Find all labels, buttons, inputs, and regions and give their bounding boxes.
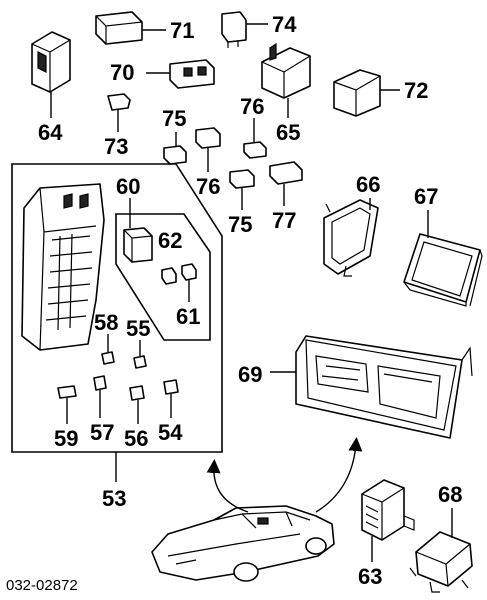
relay-65 — [261, 42, 311, 118]
fuse-58 — [101, 334, 115, 365]
relay-74 — [221, 11, 268, 48]
callout-65: 65 — [276, 120, 300, 145]
control-unit-63 — [361, 479, 415, 562]
callout-57: 57 — [90, 420, 114, 445]
callout-61: 61 — [176, 304, 200, 329]
callout-54: 54 — [158, 420, 183, 445]
fuse-box-frame — [11, 163, 223, 482]
control-unit-67 — [403, 210, 483, 307]
control-unit-64 — [31, 31, 71, 118]
callout-76-mid: 76 — [196, 174, 220, 199]
relay-72 — [333, 69, 400, 117]
callout-55: 55 — [126, 316, 150, 341]
fuse-54 — [163, 379, 179, 418]
callout-labels: 64 71 74 70 72 73 75 76 65 60 76 62 77 7… — [38, 12, 462, 589]
callout-73: 73 — [104, 134, 128, 159]
callout-62: 62 — [158, 228, 182, 253]
fuse-box-53 — [21, 183, 105, 351]
callout-58: 58 — [94, 310, 118, 335]
fuse-56 — [129, 385, 145, 424]
callout-74: 74 — [272, 12, 297, 37]
relay-71 — [95, 11, 166, 45]
relay-75-bottom — [229, 169, 255, 210]
callout-56: 56 — [124, 426, 148, 451]
callout-75-top: 75 — [162, 106, 186, 131]
callout-68: 68 — [438, 482, 462, 507]
fuse-55 — [133, 340, 147, 369]
relay-60 — [123, 198, 153, 263]
callout-63: 63 — [358, 564, 382, 589]
callout-59: 59 — [54, 426, 78, 451]
callout-70: 70 — [110, 60, 134, 85]
callout-60: 60 — [116, 174, 140, 199]
callout-53: 53 — [102, 486, 126, 511]
control-unit-68 — [409, 508, 473, 593]
relay-62 — [161, 267, 177, 285]
reference-code: 032-02872 — [6, 577, 78, 594]
vehicle — [151, 505, 335, 582]
relay-76-top — [243, 118, 267, 159]
callout-71: 71 — [170, 18, 194, 43]
arrow-to-fuse-box — [206, 459, 249, 513]
callout-77: 77 — [272, 208, 296, 233]
callout-67: 67 — [414, 184, 438, 209]
bracket-66 — [323, 198, 379, 277]
fuse-59 — [57, 385, 77, 424]
callout-64: 64 — [38, 120, 63, 145]
relay-77 — [269, 161, 303, 206]
relay-76-mid — [195, 127, 221, 172]
callout-75-bottom: 75 — [228, 212, 252, 237]
callout-66: 66 — [356, 172, 380, 197]
arrow-to-cover — [315, 437, 363, 513]
relay-75-top — [163, 132, 187, 165]
clip-73 — [107, 93, 131, 132]
callout-72: 72 — [404, 78, 428, 103]
fuse-57 — [93, 375, 107, 418]
cover-69 — [270, 335, 473, 439]
relay-70 — [146, 59, 215, 89]
relay-61 — [181, 263, 197, 302]
callout-76-top: 76 — [240, 94, 264, 119]
callout-69: 69 — [238, 362, 262, 387]
